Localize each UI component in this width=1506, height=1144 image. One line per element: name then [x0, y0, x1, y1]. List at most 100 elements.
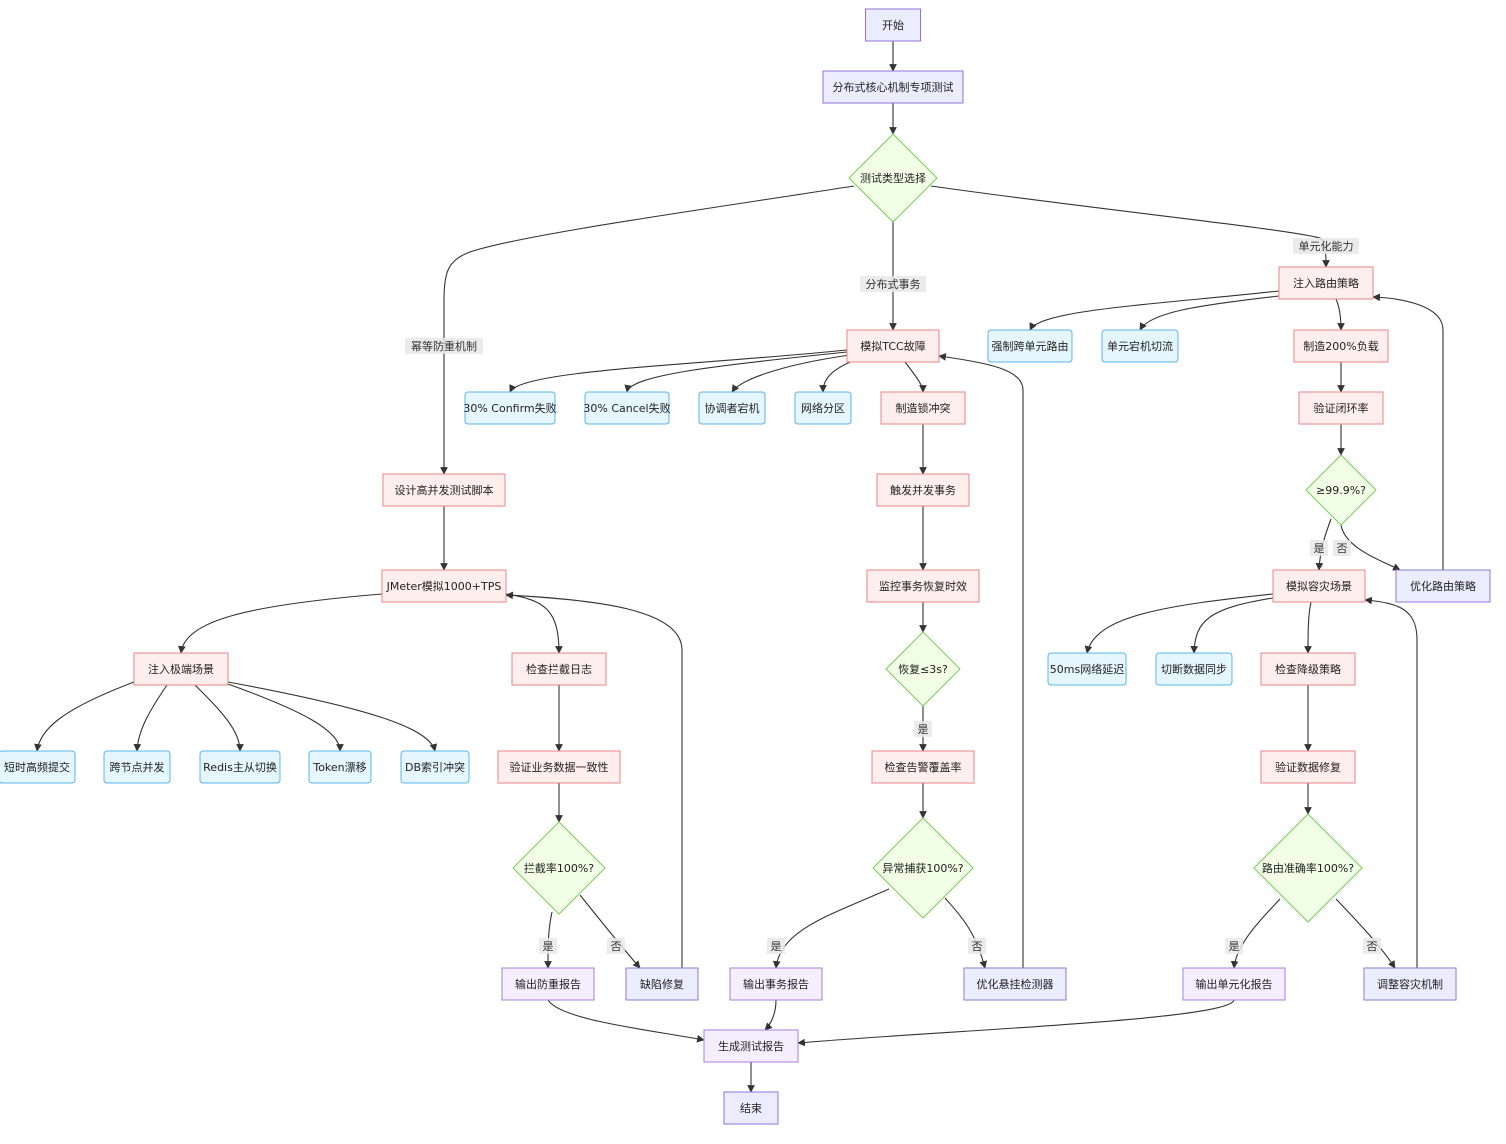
- edge-arrow: [505, 593, 563, 654]
- edge-label-distributed_tx: 分布式事务: [866, 278, 921, 291]
- node-label: 跨节点并发: [110, 760, 165, 774]
- node-label: 制造锁冲突: [896, 401, 951, 415]
- edge-arrow: [1029, 290, 1280, 331]
- edge-arrow: [1084, 593, 1274, 654]
- node-label: 制造200%负载: [1303, 339, 1378, 353]
- node-shape: [876, 473, 970, 507]
- node-shape: [1047, 652, 1127, 686]
- node-cancel-fail: 30% Cancel失败: [583, 391, 671, 425]
- node-shape: [1260, 750, 1356, 784]
- node-check-alarm: 检查告警覆盖率: [871, 750, 975, 784]
- node-check-degrade: 检查降级策略: [1260, 652, 1356, 686]
- node-shape: [1278, 266, 1374, 300]
- node-inject-route: 注入路由策略: [1278, 266, 1374, 300]
- edge-label-no: 否: [611, 940, 622, 953]
- node-shape: [308, 750, 372, 784]
- node-simulate-dr: 模拟容灾场景: [1272, 569, 1366, 603]
- node-label: 分布式核心机制专项测试: [833, 80, 954, 94]
- node-label: 拦截率100%?: [524, 861, 594, 875]
- node-label: 检查拦截日志: [526, 662, 592, 676]
- node-optimize-hang: 优化悬挂检测器: [963, 967, 1067, 1001]
- edge-arrow: [1230, 898, 1281, 969]
- node-shape: [866, 569, 980, 603]
- node-shape: [1305, 454, 1377, 526]
- node-shape: [1293, 329, 1389, 363]
- node-label: Redis主从切换: [203, 760, 277, 774]
- node-label: DB索引冲突: [405, 760, 465, 774]
- edge-label-background: [1225, 938, 1243, 954]
- edge-arrow: [904, 361, 927, 393]
- node-label: 模拟TCC故障: [860, 339, 925, 353]
- node-label: 输出防重报告: [515, 977, 581, 991]
- node-unit-report: 输出单元化报告: [1182, 967, 1286, 1001]
- node-label: 缺陷修复: [640, 977, 684, 991]
- node-shape: [400, 750, 470, 784]
- node-shape: [703, 1029, 799, 1063]
- node-shape: [1298, 391, 1384, 425]
- node-label: 恢复≤3s?: [898, 662, 948, 676]
- edge-label-yes: 是: [1314, 542, 1325, 555]
- edge-arrow: [1335, 898, 1396, 969]
- edge-label-background: [1310, 540, 1328, 556]
- edge-label-idempotency: 幂等防重机制: [411, 339, 477, 353]
- node-coordinator-down: 协调者宕机: [698, 391, 766, 425]
- node-inject-extreme: 注入极端场景: [133, 652, 229, 686]
- node-label: ≥99.9%?: [1316, 484, 1366, 497]
- edge-arrow: [1372, 293, 1444, 570]
- node-test-type: 测试类型选择: [848, 133, 938, 223]
- node-shape: [625, 967, 699, 1001]
- edge-arrow: [227, 683, 344, 752]
- node-label: 监控事务恢复时效: [879, 579, 967, 593]
- node-shape: [464, 391, 556, 425]
- node-shape: [511, 652, 607, 686]
- node-shape: [848, 133, 938, 223]
- node-label: 模拟容灾场景: [1286, 579, 1352, 593]
- edge-arrow: [579, 894, 641, 969]
- node-shape: [723, 1091, 779, 1125]
- node-label: 30% Cancel失败: [583, 401, 670, 415]
- edge-arrow: [624, 351, 848, 393]
- edge-label-unitization: 单元化能力: [1299, 239, 1354, 253]
- edge-arrow: [227, 681, 438, 752]
- node-cross-node: 跨节点并发: [103, 750, 171, 784]
- edges-layer: [34, 41, 1444, 1093]
- node-label: 设计高并发测试脚本: [395, 483, 494, 497]
- node-shape: [1363, 967, 1457, 1001]
- node-verify-consistency: 验证业务数据一致性: [497, 750, 621, 784]
- node-shape: [1272, 569, 1366, 603]
- node-shape: [794, 391, 852, 425]
- node-label: 检查降级策略: [1275, 662, 1341, 676]
- node-special-test: 分布式核心机制专项测试: [822, 70, 964, 104]
- node-monitor-recovery: 监控事务恢复时效: [866, 569, 980, 603]
- edge-arrow: [797, 999, 1235, 1047]
- edge-arrow: [938, 353, 1024, 968]
- edge-arrow: [1364, 596, 1418, 968]
- node-label: 调整容灾机制: [1377, 977, 1443, 991]
- node-shape: [381, 569, 507, 603]
- edge-labels-layer: 单元化能力分布式事务幂等防重机制是否是否是是否是否: [405, 238, 1381, 954]
- node-shape: [103, 750, 171, 784]
- node-net-partition: 网络分区: [794, 391, 852, 425]
- edge-label-yes: 是: [543, 940, 554, 953]
- node-shape: [1260, 652, 1356, 686]
- node-shape: [729, 967, 823, 1001]
- node-label: 单元宕机切流: [1107, 339, 1173, 353]
- edge-label-yes: 是: [771, 940, 782, 953]
- node-label: 优化路由策略: [1410, 579, 1476, 593]
- edge-label-yes: 是: [918, 723, 929, 736]
- node-shape: [987, 329, 1073, 363]
- edge-label-background: [1363, 938, 1381, 954]
- node-shape: [880, 391, 966, 425]
- node-idem-report: 输出防重报告: [501, 967, 595, 1001]
- edge-label-background: [405, 338, 483, 354]
- edge-arrow: [194, 684, 244, 752]
- edge-arrow: [764, 999, 777, 1031]
- node-shape: [885, 631, 961, 707]
- node-check-intercept: 检查拦截日志: [511, 652, 607, 686]
- node-label: 切断数据同步: [1161, 662, 1227, 676]
- node-shape: [963, 967, 1067, 1001]
- node-tx-report: 输出事务报告: [729, 967, 823, 1001]
- edge-arrow: [930, 185, 1330, 268]
- node-confirm-fail: 30% Confirm失败: [463, 391, 557, 425]
